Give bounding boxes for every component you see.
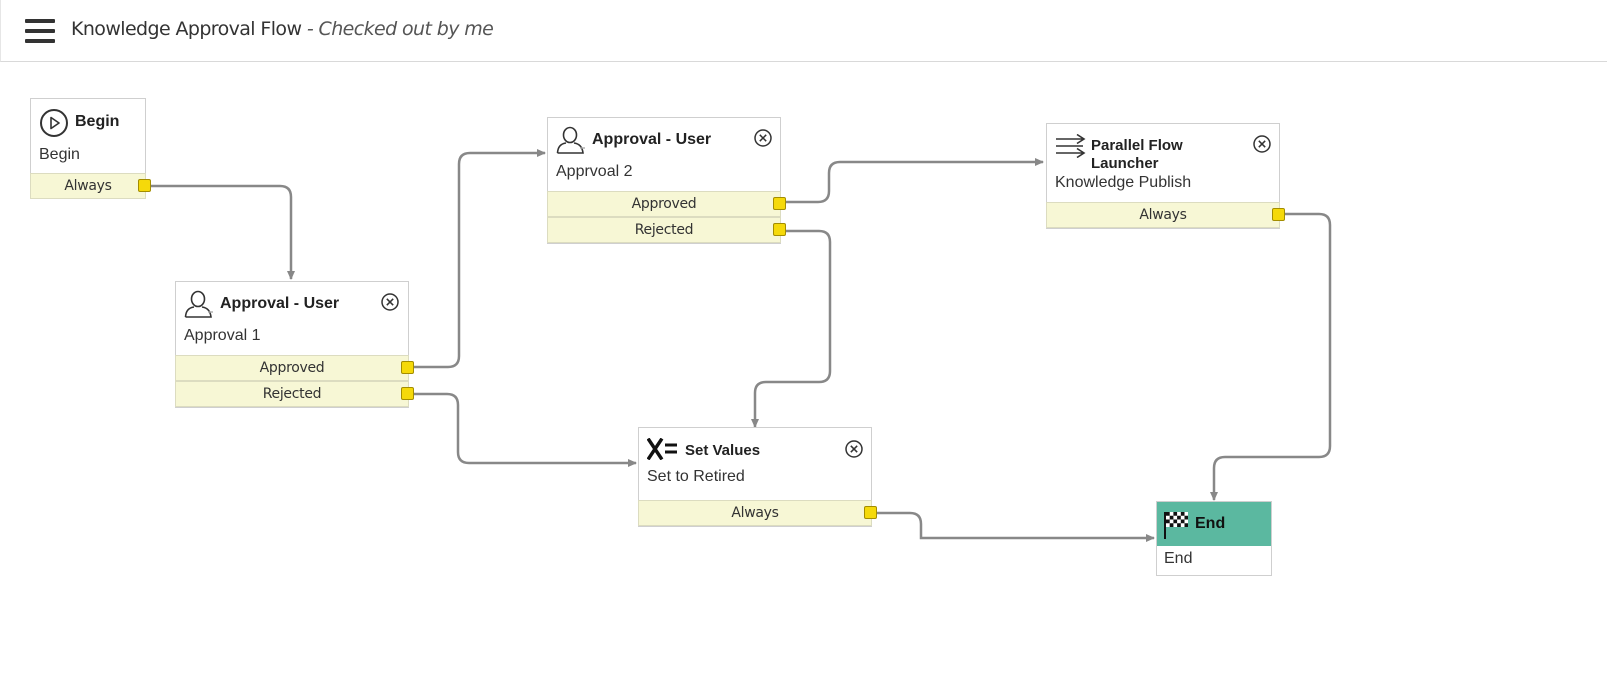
wire-approval2-rejected-to-setvalues (751, 229, 832, 428)
user-icon (184, 290, 213, 318)
wire-approval1-rejected-to-setvalues (412, 392, 637, 467)
checkout-status: - Checked out by me (301, 18, 494, 40)
set-values-node-subtitle: Set to Retired (647, 468, 745, 485)
header-bar: Knowledge Approval Flow - Checked out by… (0, 0, 1607, 62)
x-equals-icon (647, 438, 677, 460)
set-values-node-title: Set Values (685, 442, 761, 459)
parallel-flow-node-title: Parallel Flow Launcher (1091, 137, 1183, 172)
port-connector[interactable] (773, 197, 786, 210)
port-label: Always (1139, 207, 1187, 223)
page-title: Knowledge Approval Flow - Checked out by… (71, 17, 494, 41)
port-label: Always (64, 178, 112, 194)
port-label: Rejected (262, 386, 322, 402)
port-connector[interactable] (864, 506, 877, 519)
parallel-flow-node[interactable]: Parallel Flow Launcher Knowledge Publish… (1046, 123, 1285, 229)
port-label: Always (731, 505, 779, 521)
approval1-port-approved: Approved (175, 355, 414, 381)
wire-approval1-approved-to-approval2 (412, 149, 546, 369)
port-label: Rejected (634, 222, 694, 238)
end-node[interactable]: End End (1156, 501, 1272, 576)
approval1-node-subtitle: Approval 1 (184, 327, 261, 344)
approval1-port-rejected: Rejected (175, 381, 414, 407)
begin-node-subtitle: Begin (39, 146, 80, 163)
close-icon[interactable] (381, 293, 399, 311)
wire-parallel-to-end (1210, 212, 1332, 501)
hamburger-menu-icon[interactable] (25, 19, 55, 43)
parallel-flow-node-subtitle: Knowledge Publish (1055, 174, 1192, 191)
port-connector[interactable] (401, 387, 414, 400)
play-circle-icon (40, 109, 68, 137)
close-icon[interactable] (1253, 135, 1271, 153)
close-icon[interactable] (754, 129, 772, 147)
port-connector[interactable] (401, 361, 414, 374)
port-label: Approved (259, 360, 325, 376)
flow-name: Knowledge Approval Flow (71, 18, 302, 40)
close-icon[interactable] (845, 440, 863, 458)
user-icon (556, 126, 585, 154)
port-label: Approved (631, 196, 697, 212)
wire-approval2-approved-to-parallel (785, 158, 1044, 204)
begin-port-always: Always (30, 173, 151, 199)
connection-wires (150, 149, 1332, 542)
set-values-port-always: Always (638, 500, 877, 526)
set-values-node[interactable]: Set Values Set to Retired Always (638, 427, 877, 527)
checkered-flag-icon (1164, 512, 1188, 539)
port-connector[interactable] (138, 179, 151, 192)
wire-setvalues-to-end (876, 511, 1155, 542)
port-connector[interactable] (773, 223, 786, 236)
port-connector[interactable] (1272, 208, 1285, 221)
parallel-arrows-icon (1056, 134, 1086, 158)
begin-node-title: Begin (75, 113, 120, 130)
approval2-port-approved: Approved (547, 191, 786, 217)
approval2-port-rejected: Rejected (547, 217, 786, 243)
end-node-subtitle: End (1164, 550, 1193, 567)
begin-node[interactable]: Begin Begin Always (30, 98, 151, 199)
approval2-node-title: Approval - User (592, 131, 712, 148)
approval1-node[interactable]: Approval - User Approval 1 Approved Reje… (175, 281, 414, 408)
end-node-title: End (1195, 515, 1226, 532)
flow-canvas[interactable]: Begin Begin Always Approval - User Appro… (0, 63, 1608, 693)
approval2-node[interactable]: Approval - User Apprvoal 2 Approved Reje… (547, 117, 786, 244)
approval1-node-title: Approval - User (220, 295, 340, 312)
approval2-node-subtitle: Apprvoal 2 (556, 163, 633, 180)
parallel-flow-port-always: Always (1046, 202, 1285, 228)
wire-begin-to-approval1 (150, 184, 295, 280)
